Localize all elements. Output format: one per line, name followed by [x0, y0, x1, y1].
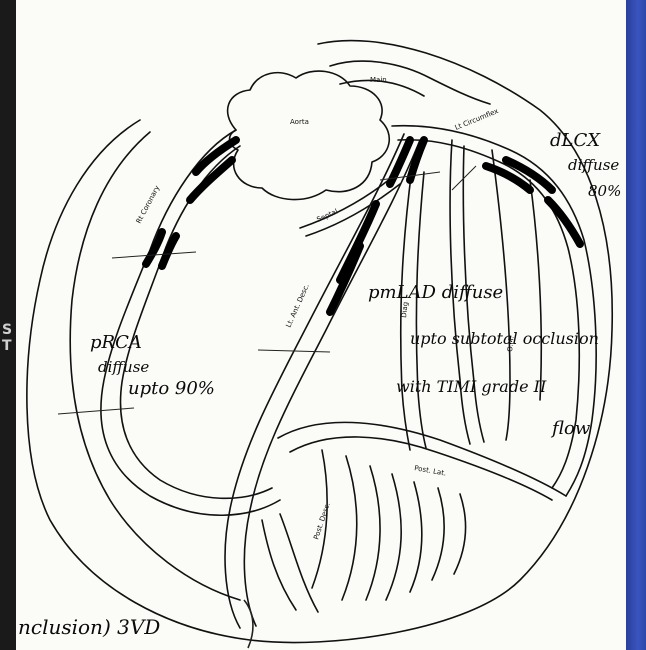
label-diag: Diag	[400, 301, 410, 318]
label-aorta: Aorta	[290, 118, 309, 126]
label-septal: Septal	[316, 207, 340, 223]
heart-inner-outline	[70, 132, 240, 600]
post-desc-2	[342, 456, 357, 600]
om-branch-3	[530, 180, 541, 400]
post-desc-lower-1	[262, 520, 296, 610]
note-dlcx-2: diffuse	[568, 156, 619, 174]
note-conclusion: nclusion) 3VD	[18, 615, 160, 639]
note-dlcx-1: dLCX	[550, 130, 601, 151]
note-rca-1: pRCA	[90, 332, 142, 353]
post-desc-5	[410, 482, 422, 592]
post-desc-3	[366, 466, 380, 600]
aorta-outline	[228, 71, 390, 200]
label-main: Main	[370, 76, 387, 84]
label-post-lat: Post. Lat.	[414, 464, 447, 477]
rca-lesion-4	[162, 236, 176, 266]
post-desc-4	[386, 474, 401, 600]
rca-lesion-3	[146, 232, 162, 264]
diag-branch-inner	[416, 172, 426, 448]
note-lad-3: with TIMI grade II	[396, 377, 547, 396]
note-lad-2: upto subtotal occlusion	[410, 329, 599, 348]
label-lt-ant-desc: Lt. Ant. Desc.	[285, 283, 311, 329]
pen-line-rca-bottom	[58, 408, 134, 414]
lad-lesion-3	[330, 246, 360, 312]
note-dlcx-3: 80%	[588, 182, 621, 200]
note-lad-1: pmLAD diffuse	[368, 282, 503, 303]
post-lat-branch-1	[432, 488, 444, 580]
note-rca-3: upto 90%	[128, 378, 215, 399]
label-rt-coronary: Rt Coronary	[135, 184, 162, 225]
post-desc-lower-2	[280, 514, 318, 612]
label-post-desc: Post. Desc.	[312, 502, 332, 541]
post-lat-branch-2	[454, 494, 466, 574]
septal-branch-inner	[306, 184, 400, 236]
label-lt-circumflex: Lt Circumflex	[454, 107, 500, 132]
note-lad-4: flow	[550, 418, 591, 439]
note-rca-2: diffuse	[98, 358, 149, 376]
